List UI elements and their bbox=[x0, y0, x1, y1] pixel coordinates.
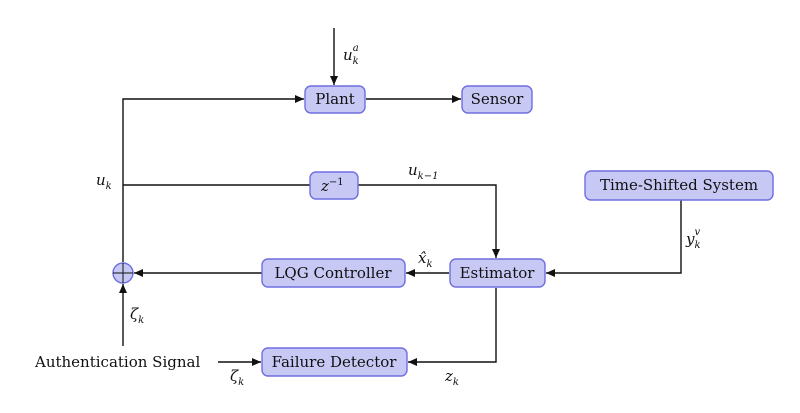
failure-detector-label: Failure Detector bbox=[272, 353, 398, 371]
plant-label: Plant bbox=[315, 90, 355, 108]
sensor-label: Sensor bbox=[471, 90, 525, 108]
plant-block: Plant bbox=[304, 85, 366, 114]
label-z-k: zk bbox=[444, 367, 459, 388]
delay-base: z bbox=[320, 177, 329, 195]
summing-node bbox=[112, 262, 134, 284]
label-zeta-k-left: ζk bbox=[130, 305, 144, 326]
time-shifted-system-label: Time-Shifted System bbox=[600, 176, 758, 194]
label-u-k-a: uka bbox=[343, 43, 359, 67]
label-y-k-v: ykv bbox=[685, 227, 701, 251]
delay-exponent: −1 bbox=[329, 177, 344, 188]
time-shifted-system-block: Time-Shifted System bbox=[584, 170, 774, 201]
sensor-block: Sensor bbox=[461, 85, 533, 114]
label-u-k-minus-1: uk−1 bbox=[408, 161, 438, 182]
failure-detector-block: Failure Detector bbox=[261, 347, 408, 377]
delay-block: z−1 bbox=[309, 171, 359, 200]
estimator-block: Estimator bbox=[449, 258, 546, 288]
wire-timeshifted-to-estimator bbox=[546, 200, 682, 277]
label-authentication-signal: Authentication Signal bbox=[34, 353, 200, 371]
wire-control-to-plant bbox=[122, 95, 304, 262]
delay-label: z−1 bbox=[320, 177, 344, 195]
estimator-label: Estimator bbox=[460, 264, 536, 282]
wire-delay-to-estimator bbox=[358, 184, 500, 258]
wire-estimator-to-detector bbox=[408, 288, 497, 366]
lqg-controller-block: LQG Controller bbox=[261, 258, 406, 288]
label-zeta-k-bottom: ζk bbox=[230, 367, 244, 388]
lqg-controller-label: LQG Controller bbox=[274, 264, 392, 282]
label-u-k: uk bbox=[96, 171, 112, 192]
label-x-hat-k: x̂k bbox=[418, 249, 433, 270]
